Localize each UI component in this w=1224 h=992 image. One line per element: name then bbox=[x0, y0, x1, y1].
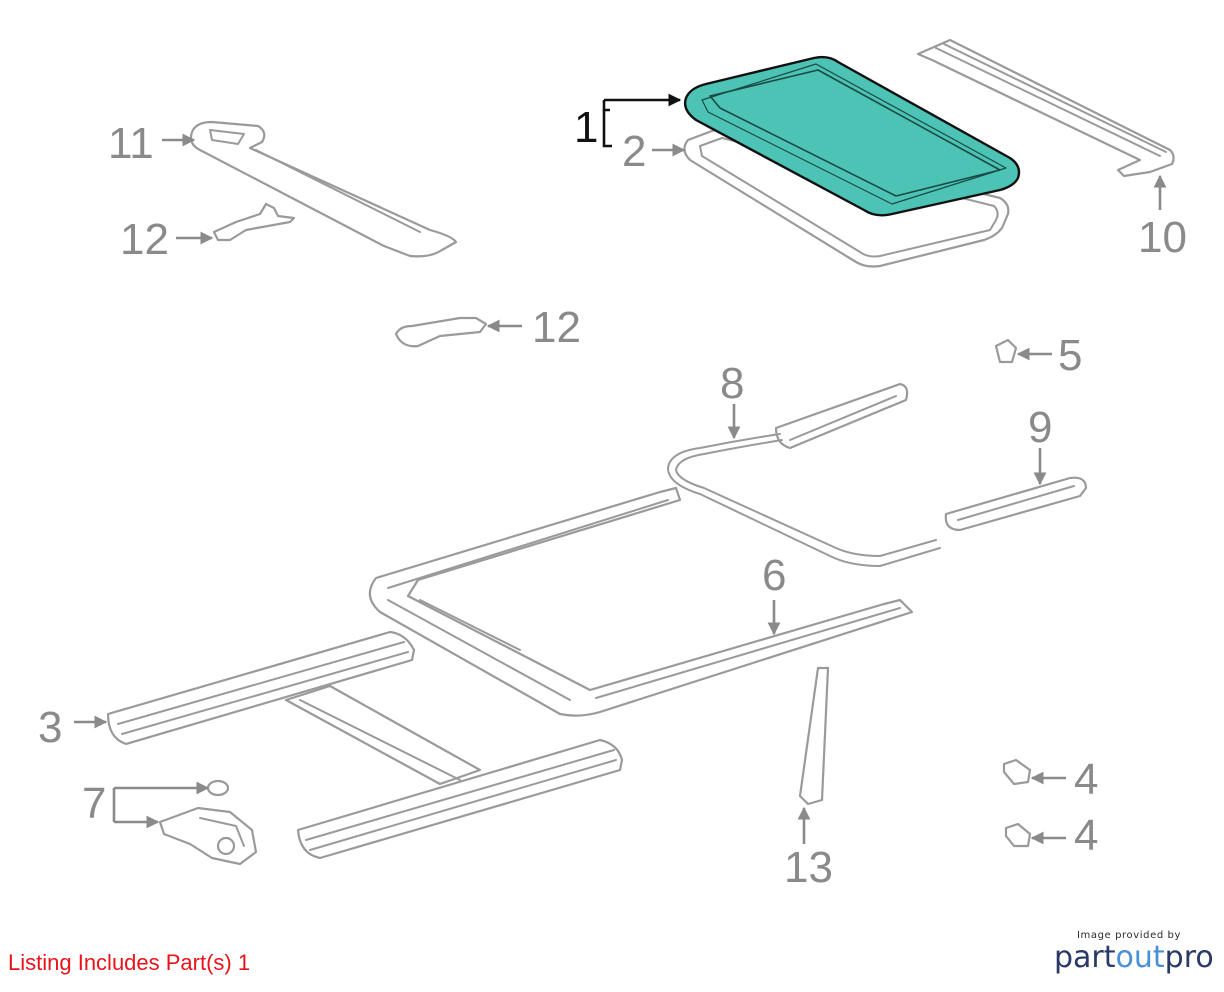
callout-12-lower: 12 bbox=[532, 303, 581, 352]
main-frame bbox=[368, 486, 914, 717]
credit-caption: Image provided by bbox=[1076, 930, 1182, 941]
callout-9: 9 bbox=[1028, 403, 1052, 452]
part-13-trim bbox=[798, 666, 830, 806]
callout-6: 6 bbox=[762, 551, 786, 600]
part-3-side-rail bbox=[106, 630, 416, 746]
callout-4-upper: 4 bbox=[1074, 755, 1098, 804]
part-4-clip-lower bbox=[1004, 822, 1032, 848]
callout-10: 10 bbox=[1138, 213, 1187, 262]
callout-7: 7 bbox=[82, 779, 106, 828]
part-9-guide bbox=[944, 476, 1088, 532]
callout-3: 3 bbox=[38, 703, 62, 752]
listing-note: Listing Includes Part(s) 1 bbox=[8, 950, 251, 975]
cross-member bbox=[284, 684, 482, 786]
image-credit: Image provided by partoutpro bbox=[1054, 930, 1214, 975]
callout-8: 8 bbox=[720, 359, 744, 408]
callout-4-lower: 4 bbox=[1074, 811, 1098, 860]
part-12-bracket-lower bbox=[394, 316, 488, 348]
callout-5: 5 bbox=[1058, 331, 1082, 380]
part-10-rail bbox=[916, 38, 1175, 178]
callout-12-upper: 12 bbox=[120, 215, 169, 264]
brand-part: part bbox=[1054, 940, 1116, 975]
part-7-motor bbox=[158, 779, 258, 866]
callout-1: 1 bbox=[574, 103, 598, 152]
callout-2: 2 bbox=[622, 127, 646, 176]
brand-pro: pro bbox=[1164, 940, 1214, 975]
part-1-glass-panel bbox=[683, 55, 1021, 217]
lower-side-rail bbox=[296, 738, 624, 860]
callout-13: 13 bbox=[784, 843, 833, 892]
part-5-clip bbox=[994, 338, 1018, 364]
brand-out: out bbox=[1115, 940, 1165, 975]
part-12-bracket-upper bbox=[212, 202, 296, 242]
part-8-drive-cable bbox=[667, 382, 941, 567]
part-4-clip-upper bbox=[1002, 758, 1032, 786]
brand-logo: partoutpro bbox=[1054, 940, 1214, 975]
part-11-front-rail bbox=[189, 120, 458, 258]
leader-lines bbox=[74, 100, 1167, 845]
callout-11: 11 bbox=[108, 119, 154, 168]
